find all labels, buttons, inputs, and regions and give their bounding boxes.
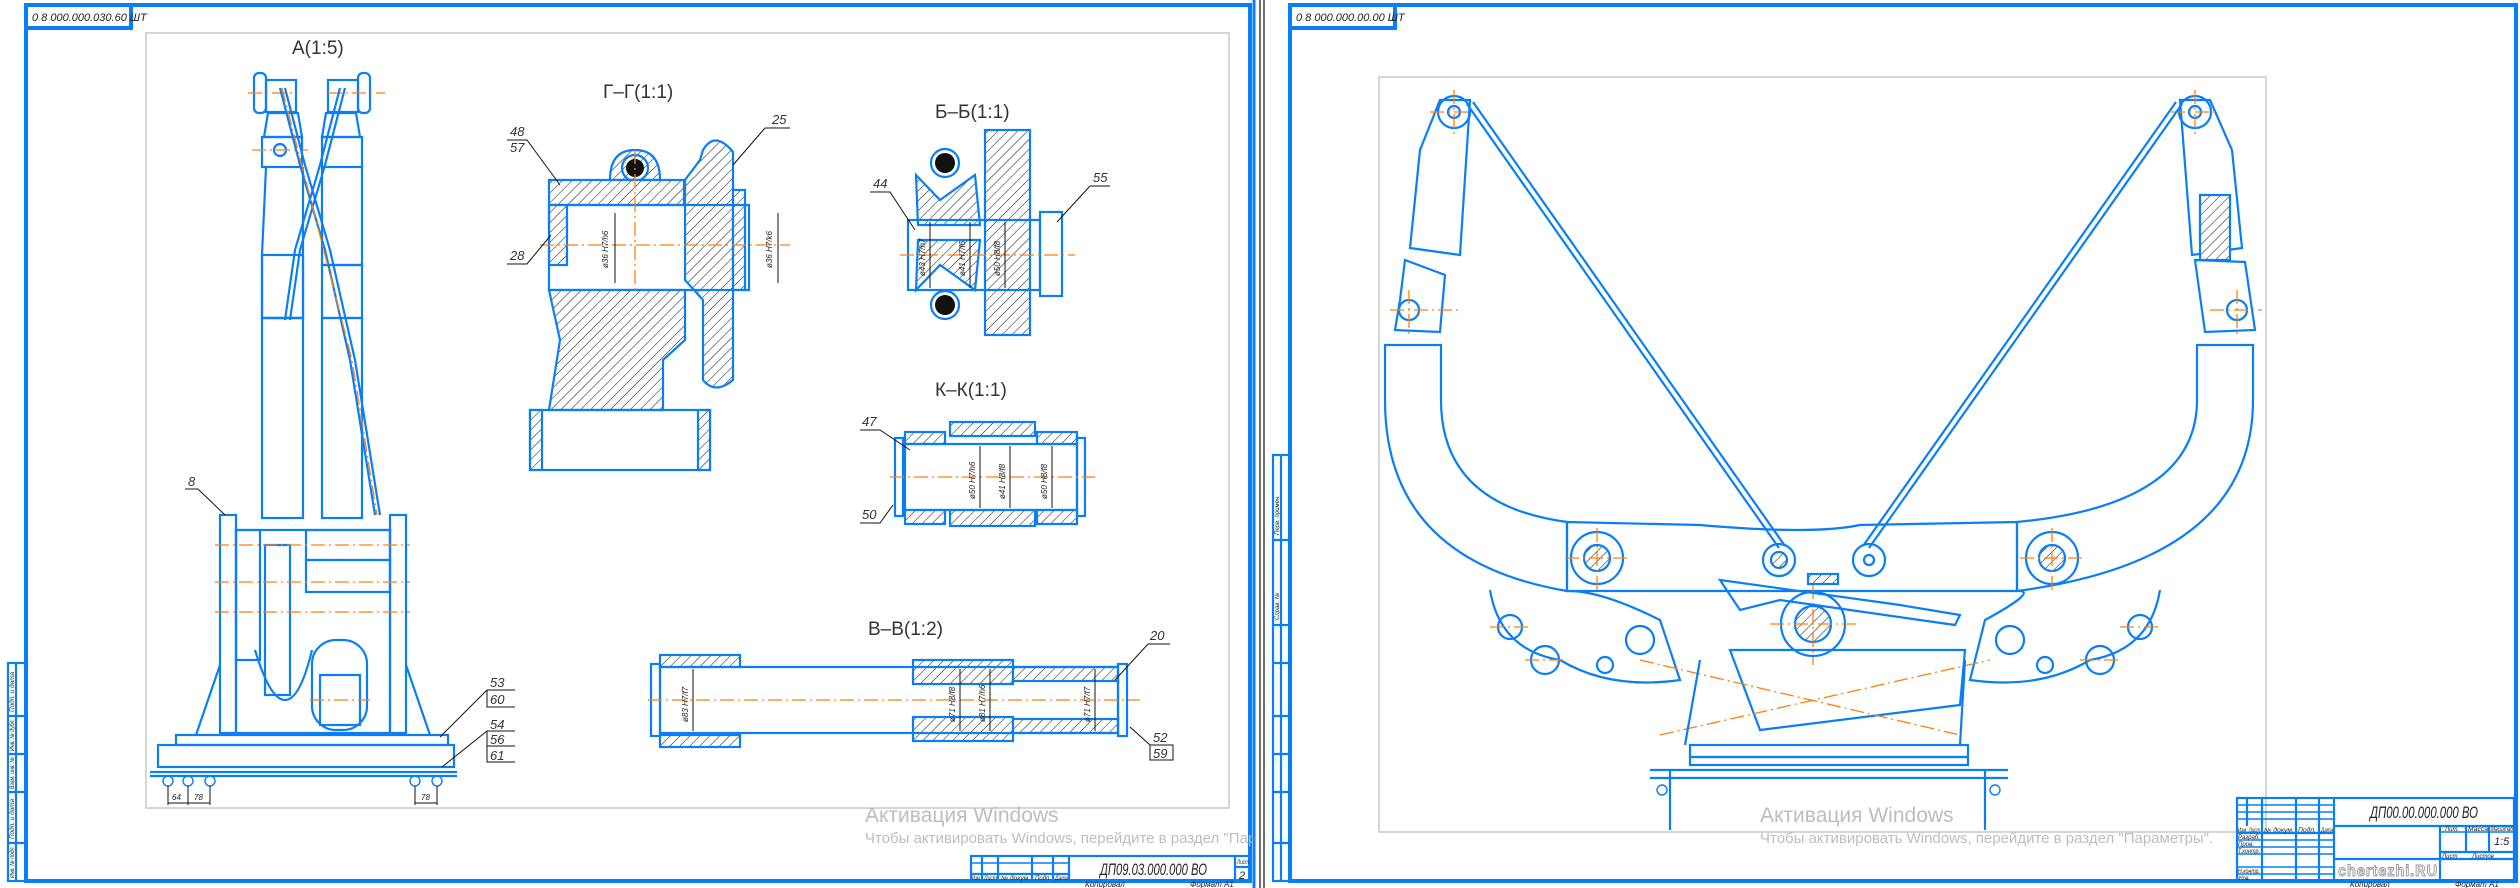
sheet-1-frame [24, 3, 1252, 883]
part-label-25: 25 [771, 112, 787, 127]
section-k-title: К–К(1:1) [935, 380, 1007, 401]
sheet-1-stamp-code: 0 8 000.000.030.60 ШТ [32, 12, 148, 24]
part-label-57: 57 [510, 140, 525, 155]
tb-lit: Лит. [2444, 827, 2459, 833]
section-k-k: К–К(1:1) ø50 H7/h6 ø41 H8/f8 ø50 H8/f8 4… [860, 380, 1095, 528]
part-label-59: 59 [1153, 746, 1167, 761]
part-label-50: 50 [862, 507, 877, 522]
dim-g2: ø36 H7/k6 [765, 231, 774, 268]
tb-mass: Масса [2468, 827, 2489, 833]
tb-copied: Копировал [1085, 880, 1125, 888]
section-v-title: В–В(1:2) [868, 619, 943, 640]
tb-sheets: Листов [2471, 854, 2494, 860]
sheet-2: 0 8 000.000.00.00 ШТ Перв. примен. Справ… [1271, 3, 2518, 888]
part-label-55: 55 [1093, 170, 1108, 185]
strip-label: Подп. и дата [10, 798, 16, 839]
tb-col: Лист [983, 876, 997, 882]
part-label-60: 60 [490, 692, 505, 707]
dim-k1: ø50 H7/h6 [968, 461, 977, 499]
section-g-g: Г–Г(1:1) ø36 H7/h6 ø36 H7/k6 25 48 57 [507, 82, 790, 472]
drawing-code-sheet-1: ДП09.03.000.000 ВО [1099, 860, 1207, 879]
dim-v1: ø83 H7/f7 [681, 686, 690, 722]
tb-scale: Масштаб [2491, 827, 2513, 833]
tb-row: Т.контр. [2238, 849, 2260, 855]
part-label-47: 47 [862, 414, 877, 429]
dim-v2: ø71 H8/f8 [948, 686, 957, 722]
drawing-code-sheet-2: ДП00.00.000.000 ВО [2369, 803, 2478, 822]
part-label-48: 48 [510, 124, 525, 139]
sheet-2-view-area [1378, 76, 2267, 833]
strip-label: Подп. и дата [10, 671, 16, 712]
strip-label: Перв. примен. [1275, 495, 1281, 535]
tb-row: Разраб. [2238, 835, 2260, 841]
tb-row: Пров. [2238, 842, 2254, 848]
tb-col: № докум. [1001, 875, 1030, 882]
dim-k2: ø41 H8/f8 [998, 463, 1007, 499]
tb-copied: Копировал [2350, 880, 2390, 888]
strip-label: Инв. № дубл. [9, 719, 16, 751]
dim-64: 64 [172, 793, 181, 802]
tb-col: Подп. [2298, 828, 2316, 834]
section-g-title: Г–Г(1:1) [603, 82, 673, 103]
tb-col: Изм. [972, 876, 981, 882]
chertezhi-watermark-logo: chertezhi.RU [2338, 863, 2438, 880]
dim-b3: ø50 H8/f8 [993, 240, 1002, 276]
title-block-sheet-1: Изм. Лист № докум. Подп. Дата ДП09.03.00… [969, 854, 1252, 888]
sheet-1-stamp-box [24, 3, 133, 30]
dim-g1: ø36 H7/h6 [601, 230, 610, 268]
part-label-61: 61 [490, 748, 504, 763]
part-label-54: 54 [490, 717, 504, 732]
tb-sheet: Лист [2441, 854, 2457, 860]
view-a-title: А(1:5) [292, 38, 344, 59]
dim-b1: ø43 H7/h7 [918, 238, 927, 276]
section-b-title: Б–Б(1:1) [935, 102, 1010, 123]
section-v-v: В–В(1:2) ø83 H7/f7 ø71 H8/f8 ø81 H7/h6 ø… [648, 619, 1174, 761]
part-label-56: 56 [490, 732, 505, 747]
dim-78: 78 [421, 793, 430, 802]
watermark-subtitle: Чтобы активировать Windows, перейдите в … [1760, 830, 2213, 847]
dim-k3: ø50 H8/f8 [1040, 463, 1049, 499]
tb-col: Дата [2320, 828, 2333, 834]
tb-col: Подп. [1035, 876, 1051, 882]
sheet-1-view-area [145, 32, 1230, 809]
sheet-2-stamp-code: 0 8 000.000.00.00 ШТ [1296, 12, 1406, 24]
watermark-subtitle: Чтобы активировать Windows, перейдите в … [865, 830, 1318, 847]
watermark-title: Активация Windows [865, 804, 1059, 827]
tb-row: Изм. Лист [2238, 828, 2260, 834]
tb-sheet-number: 2 [1238, 870, 1245, 882]
side-strip-sheet-2: Перв. примен. Справ. № [1271, 453, 1292, 883]
dim-b2: ø41 H7/f6 [958, 240, 967, 276]
part-label-28: 28 [509, 248, 525, 263]
view-a-tower: А(1:5) [150, 38, 515, 805]
windows-activation-watermark: Активация Windows Чтобы активировать Win… [865, 804, 1318, 847]
tb-sheet-label: Лист [1236, 860, 1249, 866]
part-label-44: 44 [873, 176, 887, 191]
tb-row: Утв. [2237, 876, 2250, 882]
tb-format: Формат А1 [2455, 880, 2499, 888]
sheet-2-stamp-box [1288, 3, 1397, 30]
dim-78: 78 [194, 793, 203, 802]
strip-label: Справ. № [1274, 592, 1281, 620]
section-b-b: Б–Б(1:1) ø43 H7/h7 ø41 H7/f6 ø50 H8/f8 4… [870, 102, 1110, 337]
tb-row: Н.контр. [2238, 869, 2260, 875]
dim-v3: ø81 H7/h6 [978, 684, 987, 722]
windows-activation-watermark-2: Активация Windows Чтобы активировать Win… [1760, 804, 2213, 847]
side-strip-left: Подп. и дата Инв. № дубл. Взам. инв. № П… [6, 661, 28, 883]
dim-v4: ø71 H7/f7 [1083, 686, 1092, 722]
watermark-title: Активация Windows [1760, 804, 1954, 827]
sheet-2-frame [1288, 3, 2518, 883]
main-assembly-view [1383, 90, 2262, 830]
tb-col: Дата [1054, 876, 1068, 882]
part-label-20: 20 [1149, 628, 1165, 643]
strip-label: Взам. инв. № [9, 757, 16, 789]
tb-scale-value: 1:5 [2494, 836, 2510, 848]
sheet-1: 0 8 000.000.030.60 ШТ Подп. и дата Инв. … [6, 0, 1265, 888]
title-block-sheet-2: Изм. Лист Разраб. Пров. Т.контр. Н.контр… [2235, 796, 2516, 888]
strip-label: Инв. № подл. [9, 846, 16, 878]
part-label-52: 52 [1153, 730, 1168, 745]
tb-col: № докум. [2264, 827, 2294, 834]
part-label-8: 8 [188, 474, 196, 489]
tb-format: Формат А1 [1190, 880, 1234, 888]
part-label-53: 53 [490, 675, 505, 690]
